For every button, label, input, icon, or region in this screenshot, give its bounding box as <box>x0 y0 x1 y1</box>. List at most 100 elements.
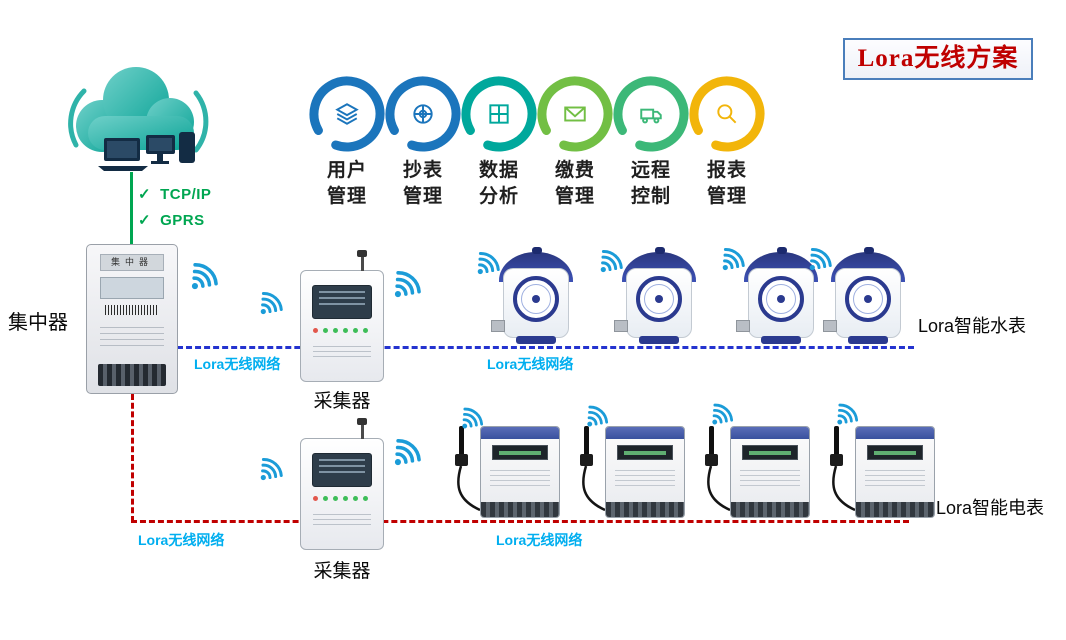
meter-lcd <box>492 445 548 460</box>
terminal-block <box>856 502 934 517</box>
feature-label: 远程控制 <box>630 160 671 207</box>
feature-label: 数据分析 <box>478 160 519 207</box>
wifi-signal-icon <box>462 407 484 429</box>
antenna-icon <box>830 426 856 512</box>
water-meter <box>612 247 706 344</box>
concentrator-display <box>100 277 164 299</box>
protocol-name: GPRS <box>160 212 205 229</box>
electric-meter <box>575 424 687 520</box>
lora-network-line-water <box>177 346 914 349</box>
protocol-item-gprs: ✓ GPRS <box>138 208 211 234</box>
water-meter-row-label: Lora智能水表 <box>918 316 1027 336</box>
pipe-fitting <box>823 320 837 332</box>
feature-payment-management: 缴费管理 <box>535 74 615 210</box>
collector-plate <box>312 453 372 487</box>
ring <box>689 76 765 152</box>
antenna-icon <box>455 426 481 512</box>
water-meter <box>489 247 583 344</box>
terminal-block <box>481 502 559 517</box>
lora-network-line-electric-horizontal <box>131 520 909 523</box>
antenna-icon <box>705 426 731 512</box>
report-search-icon <box>717 104 737 124</box>
remote-control-icon <box>640 108 662 124</box>
antenna-icon <box>580 426 606 512</box>
electric-meter <box>700 424 812 520</box>
network-label-blue-right: Lora无线网络 <box>487 356 574 372</box>
check-icon: ✓ <box>138 186 152 203</box>
wifi-signal-icon <box>477 251 500 275</box>
solution-title: Lora无线方案 <box>843 38 1033 80</box>
cloud-uplink-line <box>130 172 133 244</box>
wifi-signal-icon <box>394 439 421 466</box>
protocol-name: TCP/IP <box>160 186 212 203</box>
collector-leds <box>313 328 371 333</box>
feature-report-management: 报表管理 <box>687 74 767 210</box>
data-analysis-icon <box>489 104 509 124</box>
electric-meter <box>825 424 937 520</box>
wifi-signal-icon <box>394 271 421 298</box>
collector-text-lines <box>313 342 371 360</box>
water-meter <box>821 247 915 344</box>
wifi-signal-icon <box>260 291 283 315</box>
check-icon: ✓ <box>138 212 152 229</box>
network-label-red-right: Lora无线网络 <box>496 532 583 548</box>
payment-icon <box>564 106 586 122</box>
collector-device-bottom <box>300 418 384 550</box>
feature-remote-control: 远程控制 <box>611 74 691 210</box>
feature-data-analysis: 数据分析 <box>459 74 539 210</box>
collector-bottom-label: 采集器 <box>313 561 371 582</box>
terminal-block <box>98 364 166 386</box>
pipe-fitting <box>614 320 628 332</box>
collector-device-top <box>300 250 384 382</box>
terminal-block <box>731 502 809 517</box>
feature-label: 报表管理 <box>706 160 747 207</box>
pipe-fitting <box>736 320 750 332</box>
ring <box>309 76 385 152</box>
wifi-signal-icon <box>260 457 283 481</box>
concentrator-label: 集中器 <box>8 312 68 334</box>
water-meter-dial <box>513 276 559 322</box>
network-label-red-left: Lora无线网络 <box>138 532 225 548</box>
wifi-signal-icon <box>587 405 609 427</box>
collector-top-label: 采集器 <box>313 391 371 412</box>
wifi-signal-icon <box>809 247 832 271</box>
ring <box>461 76 537 152</box>
meter-lcd <box>867 445 923 460</box>
ring <box>537 76 613 152</box>
water-meter-dial <box>758 276 804 322</box>
feature-user-management: 用户管理 <box>307 74 387 210</box>
wifi-signal-icon <box>722 247 745 271</box>
ring <box>385 76 461 152</box>
water-meter-dial <box>845 276 891 322</box>
network-label-blue-left: Lora无线网络 <box>194 356 281 372</box>
pipe-fitting <box>491 320 505 332</box>
wifi-signal-icon <box>712 403 734 425</box>
feature-label: 抄表管理 <box>402 160 443 207</box>
protocol-item-tcpip: ✓ TCP/IP <box>138 182 211 208</box>
protocol-list: ✓ TCP/IP ✓ GPRS <box>138 182 211 234</box>
concentrator-device: 集中器 <box>86 244 178 394</box>
wifi-signal-icon <box>837 403 859 425</box>
water-meter <box>734 247 828 344</box>
electric-meter-row-label: Lora智能电表 <box>936 498 1045 518</box>
feature-meter-reading: 抄表管理 <box>383 74 463 210</box>
meter-lcd <box>617 445 673 460</box>
wifi-signal-icon <box>600 249 623 273</box>
collector-text-lines <box>313 510 371 528</box>
feature-label: 缴费管理 <box>554 160 595 207</box>
lora-network-line-electric-vertical <box>131 394 134 522</box>
meter-reading-icon <box>413 104 433 124</box>
meter-lcd <box>742 445 798 460</box>
user-management-icon <box>335 103 359 125</box>
concentrator-text-lines <box>100 322 164 346</box>
concentrator-screen: 集中器 <box>100 254 164 271</box>
collector-plate <box>312 285 372 319</box>
collector-leds <box>313 496 371 501</box>
water-meter-dial <box>636 276 682 322</box>
feature-label: 用户管理 <box>326 160 367 207</box>
barcode <box>105 305 159 315</box>
cloud-platform-icon <box>68 67 209 171</box>
terminal-block <box>606 502 684 517</box>
electric-meter <box>450 424 562 520</box>
